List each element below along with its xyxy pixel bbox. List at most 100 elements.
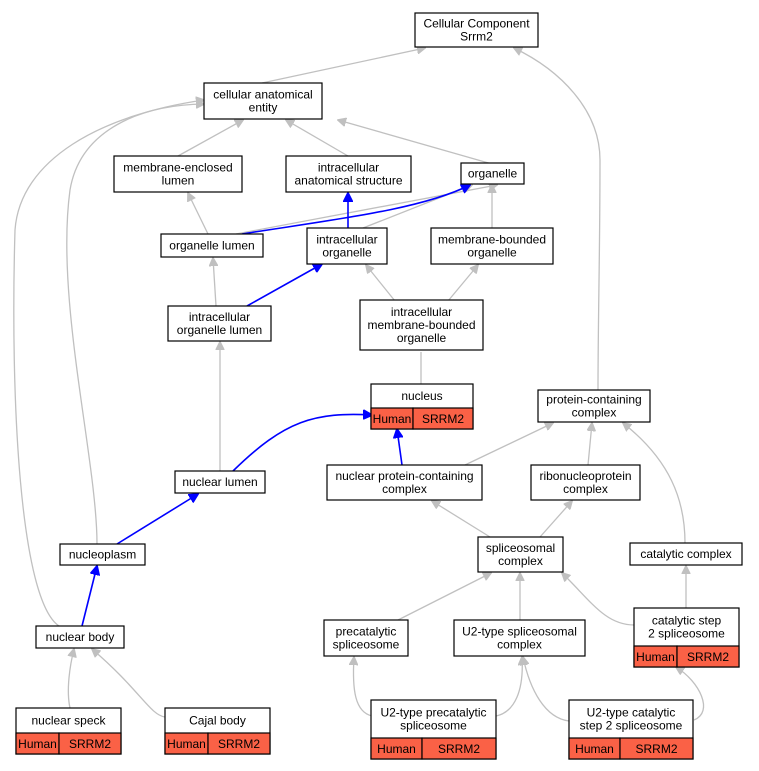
node-label-line: organelle (468, 167, 518, 181)
edge-orgl-mel (188, 193, 209, 235)
gene-cell (207, 732, 271, 755)
node-label-line: precatalytic (336, 625, 397, 639)
edge-pcc-root (514, 48, 601, 391)
gene-label: SRRM2 (438, 742, 480, 756)
node-label-line: organelle (397, 331, 447, 345)
edge-imbo-mbo (447, 265, 478, 302)
node-org[interactable]: organelle (460, 162, 525, 185)
node-label-line: membrane-enclosed (123, 161, 232, 175)
edge-np-cae (66, 104, 204, 545)
node-label-line: nuclear protein-containing (335, 469, 473, 483)
node-label-line: organelle lumen (169, 239, 254, 253)
node-label-line: Cellular Component (423, 17, 530, 31)
gray-edges (13, 48, 705, 722)
gene-label: SRRM2 (69, 737, 111, 751)
species-label: Human (636, 650, 675, 664)
node-label-line: complex (382, 482, 427, 496)
node-label-line: intracellular (318, 161, 379, 175)
node-label-line: 2 spliceosome (648, 627, 725, 641)
node-np[interactable]: nucleoplasm (59, 543, 146, 566)
edge-nb-cae (13, 100, 204, 627)
edge-ias-cae (286, 120, 349, 157)
edge-u2pre-pre (353, 657, 373, 717)
edge-spl-rnp (539, 501, 572, 538)
node-label-line: spliceosomal (486, 541, 555, 555)
node-cc[interactable]: catalytic complex (629, 542, 743, 566)
annotation-row: Human SRRM2 (15, 732, 122, 755)
gene-cell (58, 732, 122, 755)
blue-edges (81, 185, 470, 627)
species-label: Human (377, 742, 416, 756)
edge-spl-npcc (432, 501, 491, 538)
node-label-line: anatomical structure (294, 174, 402, 188)
edge-np-nl (116, 494, 198, 545)
node-label-line: spliceosome (333, 638, 400, 652)
node-label-line: intracellular (189, 310, 250, 324)
node-label-line: U2-type spliceosomal (462, 625, 577, 639)
node-label-line: catalytic complex (640, 547, 731, 561)
gene-label: SRRM2 (635, 742, 677, 756)
species-label: Human (373, 412, 412, 426)
species-label: Human (575, 742, 614, 756)
node-label-line: complex (497, 638, 542, 652)
node-orgl[interactable]: organelle lumen (160, 233, 264, 258)
edge-npcc-pcc (464, 423, 553, 466)
annotation-row: Human SRRM2 (568, 737, 694, 760)
edge-pre-spl (397, 573, 491, 621)
node-label-line: membrane-bounded (367, 318, 475, 332)
edge-iol-orgl (213, 258, 216, 307)
gene-cell (619, 737, 694, 760)
edge-cs2-spl (562, 573, 635, 626)
node-label-line: nuclear speck (31, 714, 106, 728)
node-label-line: lumen (162, 174, 195, 188)
node-label-line: catalytic step (652, 614, 722, 628)
node-label-line: Cajal body (189, 714, 246, 728)
node-label-line: complex (563, 482, 608, 496)
node-label-line: U2-type catalytic (587, 706, 676, 720)
node-label-line: cellular anatomical (213, 88, 312, 102)
node-label-line: entity (249, 101, 278, 115)
edge-orgl-org (241, 185, 470, 235)
node-nb[interactable]: nuclear body (35, 625, 125, 649)
node-label-line: organelle lumen (177, 323, 262, 337)
gene-cell (421, 737, 497, 760)
edge-nl-nucleus (232, 414, 372, 472)
edge-org-cae (338, 120, 493, 165)
edge-u2cs2-u2 (523, 657, 570, 722)
edge-cb-nb (92, 649, 166, 718)
node-nl[interactable]: nuclear lumen (174, 470, 266, 494)
edge-nb-np (81, 566, 97, 627)
species-label: Human (18, 737, 57, 751)
node-label-line: intracellular (391, 305, 452, 319)
gene-cell (676, 645, 740, 668)
node-label-line: intracellular (316, 233, 377, 247)
edge-ns-nb (68, 649, 74, 709)
node-label-line: spliceosome (400, 719, 467, 733)
edge-rnp-pcc (588, 423, 592, 466)
